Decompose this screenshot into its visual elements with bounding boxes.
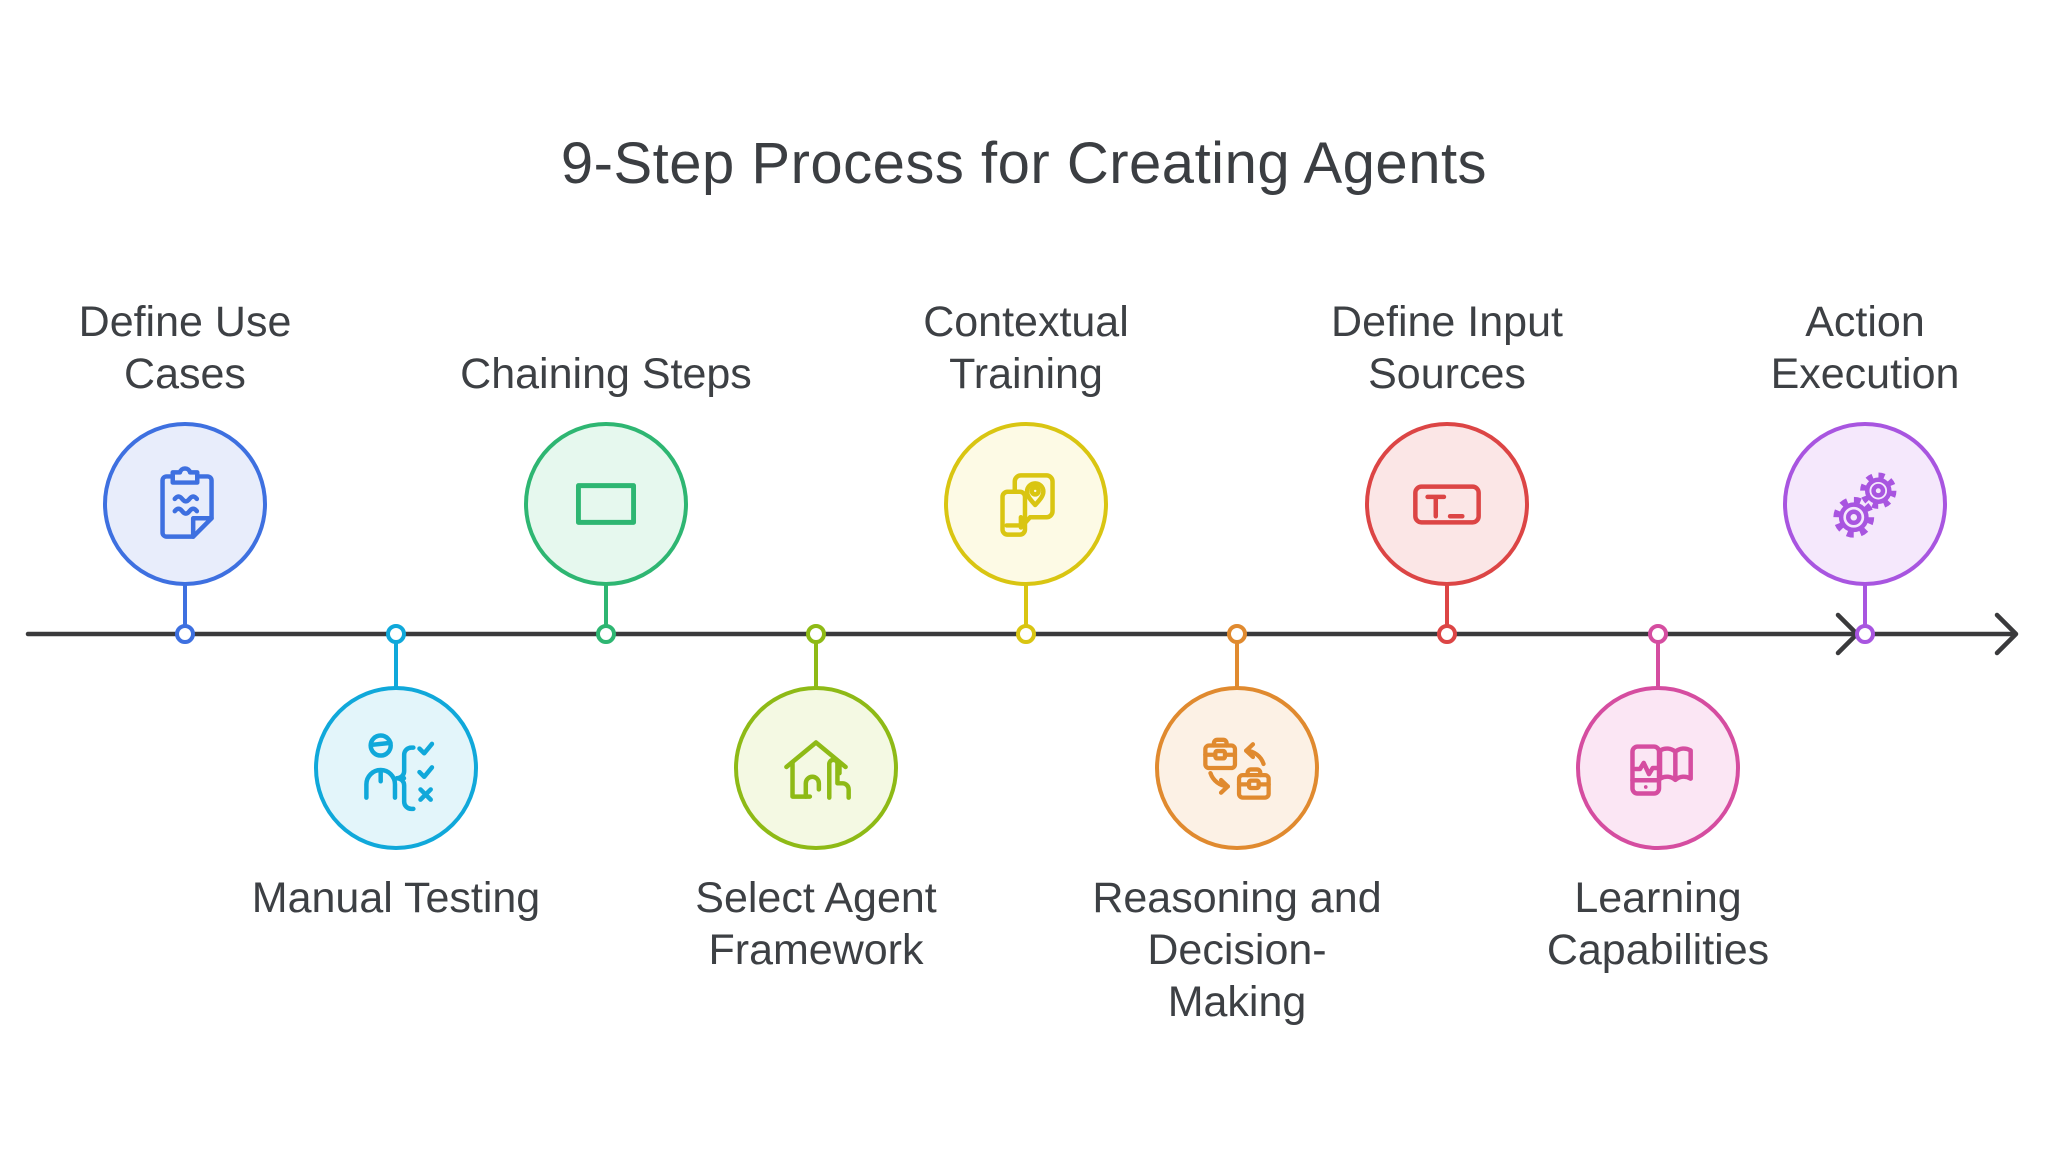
step-connector — [183, 582, 187, 626]
step-label: Define Use Cases — [78, 298, 292, 398]
rectangle-icon — [575, 483, 637, 525]
step-label: Manual Testing — [251, 874, 541, 922]
step-circle — [944, 422, 1108, 586]
timeline-node — [806, 624, 826, 644]
step-label: Chaining Steps — [460, 350, 752, 398]
user-checklist-icon — [364, 733, 435, 812]
step-circle — [1365, 422, 1529, 586]
step-circle — [1155, 686, 1319, 850]
briefcase-swap-icon — [1203, 737, 1271, 800]
step-circle — [1783, 422, 1947, 586]
step-label: Reasoning and Decision- Making — [1092, 874, 1382, 1026]
timeline-node — [596, 624, 616, 644]
step-label: Select Agent Framework — [695, 874, 937, 974]
phone-location-icon — [1000, 473, 1055, 537]
step-circle — [1576, 686, 1740, 850]
timeline-node — [1227, 624, 1247, 644]
timeline-node — [175, 624, 195, 644]
step-label: Define Input Sources — [1331, 298, 1563, 398]
step-circle — [524, 422, 688, 586]
step-connector — [1024, 582, 1028, 626]
text-input-icon — [1413, 484, 1481, 525]
timeline-node — [1437, 624, 1457, 644]
arrowhead-end — [1994, 612, 2019, 656]
gears-icon — [1833, 472, 1897, 538]
clipboard-icon — [160, 466, 214, 539]
timeline-node — [1648, 624, 1668, 644]
phone-book-icon — [1630, 744, 1693, 796]
step-connector — [394, 642, 398, 688]
step-circle — [314, 686, 478, 850]
step-connector — [1445, 582, 1449, 626]
step-connector — [604, 582, 608, 626]
step-circle — [734, 686, 898, 850]
step-connector — [814, 642, 818, 688]
step-circle — [103, 422, 267, 586]
step-label: Contextual Training — [923, 298, 1129, 398]
page-title: 9-Step Process for Creating Agents — [560, 131, 1488, 196]
timeline-node — [1016, 624, 1036, 644]
step-label: Learning Capabilities — [1546, 874, 1770, 974]
house-select-icon — [784, 740, 851, 800]
step-connector — [1863, 582, 1867, 626]
timeline-node — [386, 624, 406, 644]
timeline-node — [1855, 624, 1875, 644]
step-label: Action Execution — [1770, 298, 1960, 398]
step-connector — [1656, 642, 1660, 688]
step-connector — [1235, 642, 1239, 688]
